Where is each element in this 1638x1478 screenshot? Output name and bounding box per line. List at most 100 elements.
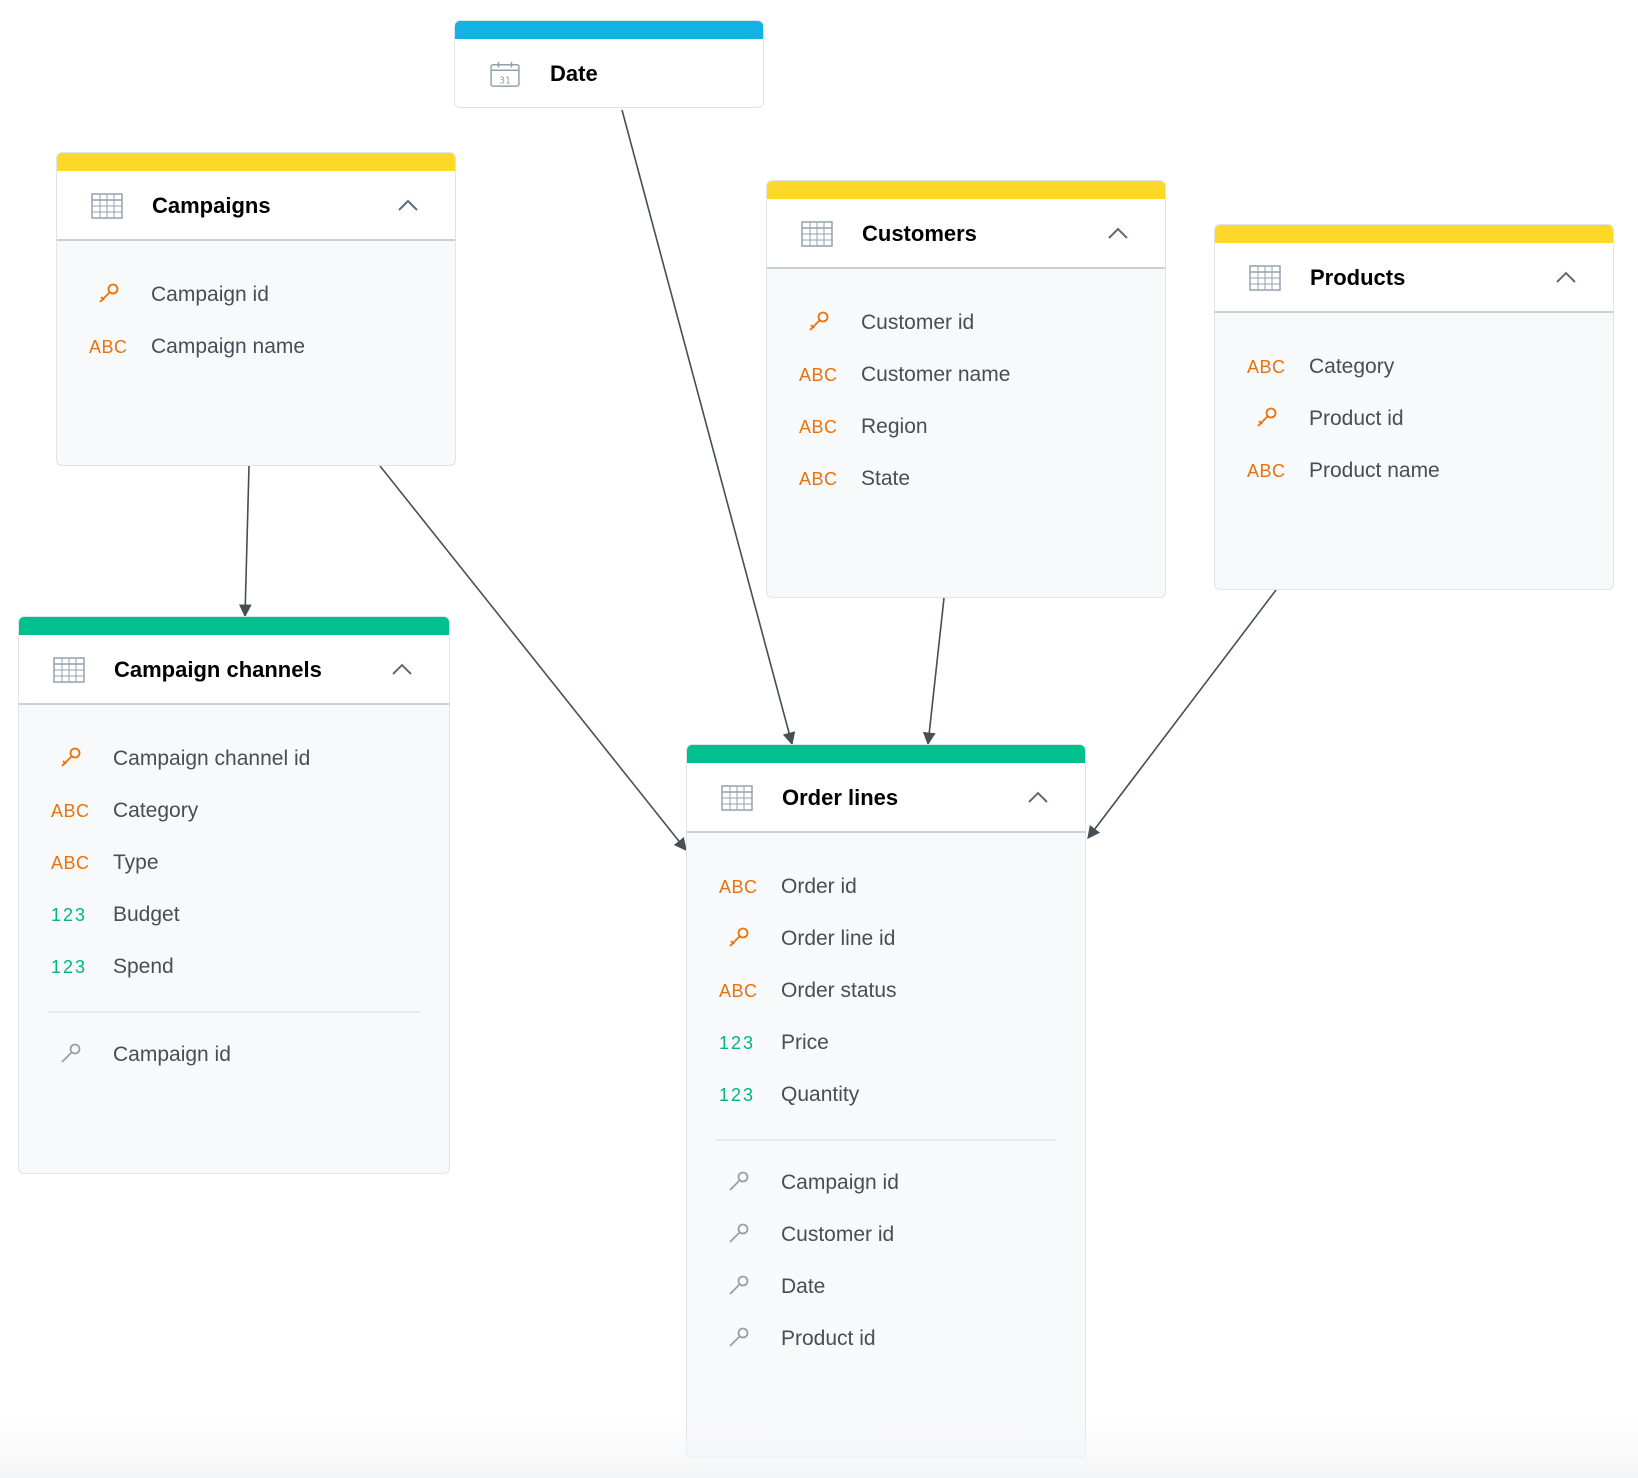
edge-campaigns-to-campaign-channels (238, 465, 252, 618)
reference-row[interactable]: Campaign id (19, 1029, 449, 1081)
text-type-badge: ABC (799, 365, 838, 385)
field-label: Category (113, 799, 199, 822)
number-type-badge: 123 (51, 957, 88, 977)
text-type-badge: ABC (51, 801, 90, 821)
field-label: Spend (113, 955, 174, 978)
dataset-fields: Campaign channel id ABC Category ABC Typ… (19, 705, 449, 1081)
field-label: Product id (781, 1327, 876, 1350)
dataset-color-bar (1215, 225, 1613, 243)
dataset-card-campaigns[interactable]: Campaigns Campaign id ABC Campaign name (56, 152, 456, 466)
field-row[interactable]: ABC Order id (687, 861, 1085, 913)
text-type-badge: ABC (1247, 461, 1286, 481)
dataset-header[interactable]: 31 Date (455, 39, 763, 107)
field-row[interactable]: ABC Campaign name (57, 321, 455, 373)
field-label: Customer id (781, 1223, 895, 1246)
field-row[interactable]: ABC Type (19, 837, 449, 889)
field-row[interactable]: ABC Region (767, 401, 1165, 453)
field-row[interactable]: Campaign id (57, 269, 455, 321)
field-label: Campaign name (151, 335, 306, 358)
dataset-header[interactable]: Campaign channels (19, 635, 449, 705)
dataset-card-campaign-channels[interactable]: Campaign channels Campaign channel id AB… (18, 616, 450, 1174)
reference-key-icon (719, 1157, 759, 1209)
text-type-badge: ABC (799, 417, 838, 437)
field-row[interactable]: 123 Quantity (687, 1069, 1085, 1121)
field-row[interactable]: ABC Category (19, 785, 449, 837)
chevron-up-icon[interactable] (391, 662, 413, 676)
field-row[interactable]: ABC Order status (687, 965, 1085, 1017)
field-row[interactable]: ABC Category (1215, 341, 1613, 393)
chevron-up-icon[interactable] (397, 198, 419, 212)
field-label: Date (781, 1275, 826, 1298)
dataset-title: Customers (862, 221, 977, 246)
field-row[interactable]: ABC State (767, 453, 1165, 505)
field-row[interactable]: Product id (1215, 393, 1613, 445)
dataset-card-order-lines[interactable]: Order lines ABC Order id Order line id A… (686, 744, 1086, 1458)
dataset-color-bar (19, 617, 449, 635)
field-label: Quantity (781, 1083, 860, 1106)
dataset-card-customers[interactable]: Customers Customer id ABC Customer name … (766, 180, 1166, 598)
table-icon (721, 785, 753, 811)
chevron-up-icon[interactable] (1555, 270, 1577, 284)
field-label: Price (781, 1031, 829, 1054)
text-type-badge: ABC (799, 469, 838, 489)
text-type-badge: ABC (719, 877, 758, 897)
field-row[interactable]: ABC Product name (1215, 445, 1613, 497)
number-type-badge: 123 (51, 905, 88, 925)
dataset-title: Order lines (782, 785, 899, 810)
dataset-header[interactable]: Order lines (687, 763, 1085, 833)
text-type-badge: ABC (1247, 357, 1286, 377)
field-row[interactable]: Customer id (767, 297, 1165, 349)
field-label: State (861, 467, 911, 490)
references-divider (47, 1011, 421, 1013)
reference-row[interactable]: Date (687, 1261, 1085, 1313)
table-icon (801, 221, 833, 247)
table-icon (1249, 265, 1281, 291)
dataset-header[interactable]: Campaigns (57, 171, 455, 241)
field-label: Budget (113, 903, 180, 926)
dataset-fields: ABC Order id Order line id ABC Order sta… (687, 833, 1085, 1365)
field-label: Campaign channel id (113, 747, 311, 770)
dataset-fields: Campaign id ABC Campaign name (57, 241, 455, 373)
edge-customers-to-order-lines (922, 597, 945, 746)
field-label: Customer name (861, 363, 1011, 386)
dataset-header[interactable]: Products (1215, 243, 1613, 313)
field-label: Order line id (781, 927, 896, 950)
edge-products-to-order-lines (1087, 589, 1277, 840)
chevron-up-icon[interactable] (1107, 226, 1129, 240)
reference-key-icon (719, 1209, 759, 1261)
primary-key-icon (799, 297, 839, 349)
field-row[interactable]: ABC Customer name (767, 349, 1165, 401)
dataset-title: Campaign channels (114, 657, 322, 682)
field-label: Campaign id (151, 283, 269, 306)
table-icon (91, 193, 123, 219)
reference-key-icon (719, 1313, 759, 1365)
field-row[interactable]: 123 Price (687, 1017, 1085, 1069)
number-type-badge: 123 (719, 1033, 756, 1053)
chevron-up-icon[interactable] (1027, 790, 1049, 804)
text-type-badge: ABC (719, 981, 758, 1001)
field-label: Customer id (861, 311, 975, 334)
field-label: Product id (1309, 407, 1404, 430)
dataset-title: Products (1310, 265, 1406, 290)
dataset-color-bar (687, 745, 1085, 763)
dataset-color-bar (57, 153, 455, 171)
dataset-fields: Customer id ABC Customer name ABC Region… (767, 269, 1165, 505)
field-row[interactable]: 123 Budget (19, 889, 449, 941)
primary-key-icon (1247, 393, 1287, 445)
dataset-card-products[interactable]: Products ABC Category Product id ABC Pro… (1214, 224, 1614, 590)
reference-key-icon (51, 1029, 91, 1081)
field-row[interactable]: Campaign channel id (19, 733, 449, 785)
field-row[interactable]: Order line id (687, 913, 1085, 965)
dataset-card-date[interactable]: 31 Date (454, 20, 764, 108)
primary-key-icon (719, 913, 759, 965)
text-type-badge: ABC (51, 853, 90, 873)
reference-row[interactable]: Customer id (687, 1209, 1085, 1261)
dataset-title: Date (550, 61, 598, 86)
dataset-header[interactable]: Customers (767, 199, 1165, 269)
reference-row[interactable]: Campaign id (687, 1157, 1085, 1209)
dataset-color-bar (767, 181, 1165, 199)
dataset-title: Campaigns (152, 193, 271, 218)
field-row[interactable]: 123 Spend (19, 941, 449, 993)
table-icon (53, 657, 85, 683)
reference-row[interactable]: Product id (687, 1313, 1085, 1365)
